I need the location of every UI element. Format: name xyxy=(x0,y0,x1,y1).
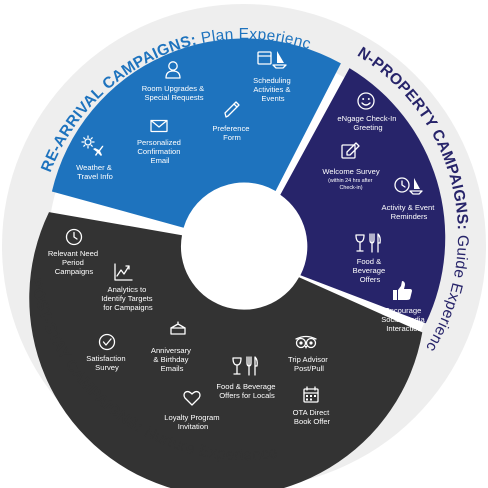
preference-form-label: Preference Form xyxy=(212,124,251,142)
sun-plane-icon xyxy=(81,135,104,156)
confirmation-email-label: Personalized Confirmation Email xyxy=(137,138,183,165)
welcome-survey-sublabel: (within 24 hrs after Check-in) xyxy=(328,178,374,191)
edit-icon xyxy=(341,142,360,159)
clock-sail-icon xyxy=(394,177,423,195)
social-media-label: Encourage Social Media Interaction xyxy=(381,306,427,333)
envelope-icon xyxy=(150,119,168,133)
user-icon xyxy=(165,61,181,79)
activity-reminders-label: Activity & Event Reminders xyxy=(382,203,437,221)
thumbs-up-icon xyxy=(393,281,412,300)
post-stay-segment xyxy=(29,212,423,488)
room-upgrades-label: Room Upgrades & Special Requests xyxy=(142,84,207,102)
scheduling-label: Scheduling Activities & Events xyxy=(253,76,293,103)
loyalty-program-label: Loyalty Program Invitation xyxy=(164,413,221,431)
welcome-survey-label: Welcome Survey xyxy=(322,167,379,176)
wine-cutlery-icon xyxy=(232,356,258,376)
food-beverage-locals-label: Food & Beverage Offers for Locals xyxy=(216,382,277,400)
check-circle-icon xyxy=(98,333,116,351)
chart-line-icon xyxy=(114,263,133,281)
clock-icon xyxy=(65,228,83,246)
weather-travel-label: Weather & Travel Info xyxy=(76,163,114,181)
calendar-icon xyxy=(303,386,319,403)
pencil-icon xyxy=(224,101,240,118)
relevant-need-label: Relevant Need Period Campaigns xyxy=(48,249,100,276)
pre-arrival-segment xyxy=(51,38,341,228)
owl-icon xyxy=(295,335,317,349)
cake-icon xyxy=(170,321,186,335)
on-property-segment xyxy=(280,68,446,324)
food-beverage-label: Food & Beverage Offers xyxy=(353,257,388,284)
checkin-greeting-label: eNgage Check-In Greeting xyxy=(337,114,398,132)
anniversary-label: Anniversary & Birthday Emails xyxy=(151,346,193,373)
satisfaction-survey-label: Satisfaction Survey xyxy=(86,354,127,372)
smiley-icon xyxy=(357,92,375,110)
trip-advisor-label: Trip Advisor Post/Pull xyxy=(288,355,330,373)
wine-cutlery-icon xyxy=(355,233,381,253)
heart-icon xyxy=(183,390,201,406)
analytics-label: Analytics to Identify Targets for Campai… xyxy=(101,285,154,312)
calendar-sail-icon xyxy=(257,51,287,69)
ota-direct-label: OTA Direct Book Offer xyxy=(293,408,332,426)
